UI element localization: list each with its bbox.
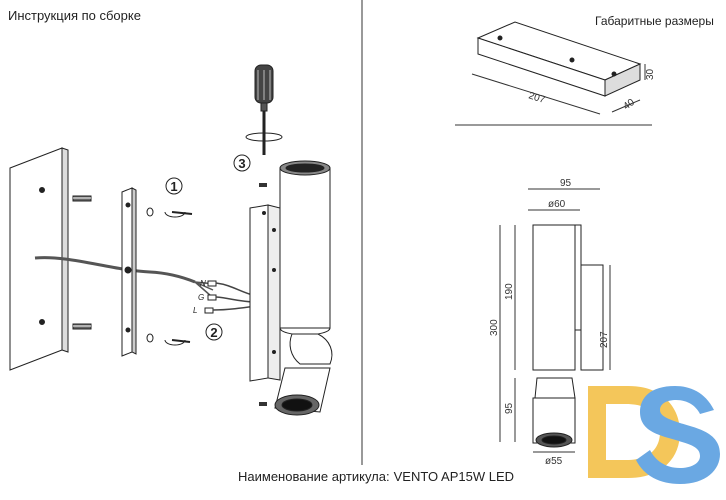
article-caption: Наименование артикула:VENTO AP15W LED: [238, 469, 514, 484]
step-3: 3: [233, 154, 251, 172]
lamp-base-plate: [249, 204, 281, 382]
diameter-60-dim: ø60: [548, 199, 566, 210]
article-label: Наименование артикула:: [238, 469, 390, 484]
box-height-dim: 30: [645, 68, 656, 80]
mounting-bracket: [121, 187, 137, 357]
dimensions-title: Габаритные размеры: [595, 14, 714, 28]
screwdriver-icon: [245, 64, 283, 155]
side-elevation: [532, 224, 604, 448]
article-value: VENTO AP15W LED: [393, 469, 515, 484]
box-dimension-lines: [471, 64, 646, 115]
box-length-dim: 207: [527, 90, 547, 106]
rotate-arrow-icon: [164, 211, 186, 346]
wall-screw-icon: [72, 195, 92, 330]
lower-95-dim: 95: [504, 402, 515, 414]
wire-n-label: N: [200, 279, 206, 288]
width-95-dim: 95: [560, 178, 572, 189]
height-207-dim: 207: [599, 331, 610, 348]
upper-lamp-tube: [279, 160, 331, 336]
box-depth-dim: 40: [621, 97, 637, 113]
mains-cable: [34, 256, 196, 284]
wire-connectors: N G L: [193, 279, 257, 315]
diameter-55-dim: ø55: [545, 456, 563, 467]
step-1-label: 1: [170, 179, 177, 194]
assembly-title: Инструкция по сборке: [8, 8, 141, 23]
ds-logo: [588, 386, 720, 484]
step-3-label: 3: [238, 156, 245, 171]
height-300-dim: 300: [489, 319, 500, 336]
step-1: 1: [165, 177, 183, 195]
wire-g-label: G: [198, 293, 204, 302]
lower-lamp-spot: [274, 333, 333, 416]
wire-l-label: L: [193, 306, 197, 315]
small-screw-icon: [259, 183, 267, 406]
step-2: 2: [205, 323, 223, 341]
step-2-label: 2: [210, 325, 217, 340]
height-190-dim: 190: [504, 283, 515, 300]
fixing-screw-icon: [146, 207, 193, 343]
box-iso-view: [476, 21, 642, 97]
elevation-dimension-lines: [499, 188, 611, 453]
